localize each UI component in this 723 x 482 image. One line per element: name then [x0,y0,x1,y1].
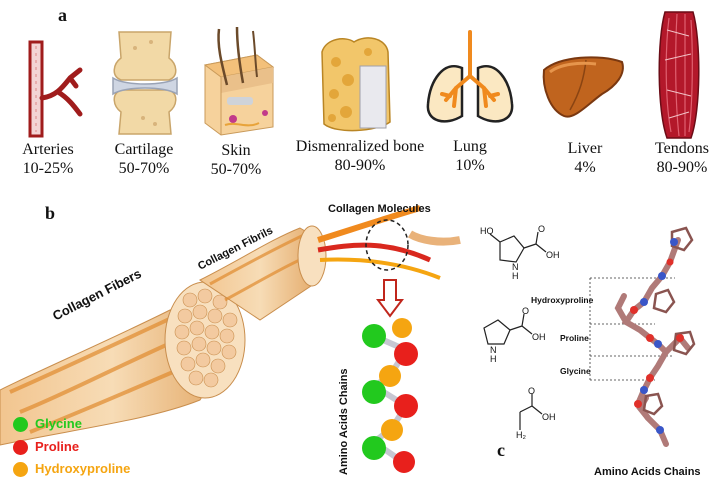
tissue-name-arteries: Arteries [22,141,74,158]
chem-o-label-3: O [528,386,536,396]
tissue-name-lung: Lung [453,138,487,155]
legend-label-hydroxyproline: Hydroxyproline [35,461,131,476]
tissue-name-tendons: Tendons [655,140,709,157]
chem-h-label-1: H [512,271,519,281]
lungs-icon [426,30,514,123]
chem-oh-label-1: OH [546,250,560,260]
chem-ho-label: HO [480,226,494,236]
label-amino-acids-chains-structure: Amino Acids Chains [594,466,701,478]
artery-icon [28,40,83,138]
tissue-name-bone: Dismenralized bone [295,138,425,155]
cartilage-joint-icon [112,31,178,135]
tissue-percent-liver: 4% [574,159,596,176]
label-amino-acids-chains-vertical: Amino Acids Chains [338,368,350,475]
chem-o-label-2: O [522,306,530,316]
tissue-percent-cartilage: 50-70% [118,160,170,177]
tissue-percent-arteries: 10-25% [22,160,74,177]
tissue-name-liver: Liver [567,140,603,157]
tissue-percent-tendons: 80-90% [656,159,708,176]
amino-acid-bead-chain [362,318,418,473]
collagen-fiber-illustration [0,205,461,446]
label-collagen-molecules: Collagen Molecules [328,203,431,215]
residue-label-proline: Proline [560,333,589,343]
panel-c-letter: c [497,440,505,460]
residue-label-hydroxyproline: Hydroxyproline [531,295,594,305]
skin-section-icon [203,26,275,136]
chem-h2-label: H₂ [516,430,526,440]
tissue-percent-bone: 80-90% [334,157,386,174]
legend-dot-hydroxyproline [13,462,28,477]
tissue-percent-skin: 50-70% [210,161,262,178]
chem-oh-label-3: OH [542,412,556,422]
chem-o-label-1: O [538,224,546,234]
guide-lines [589,277,675,381]
legend-dot-proline [13,440,28,455]
tissue-percent-lung: 10% [455,157,485,174]
bone-icon [321,37,391,132]
residue-label-glycine: Glycine [560,366,591,376]
chemical-structures [483,231,547,430]
panel-b-letter: b [45,203,56,223]
chem-oh-label-2: OH [532,332,546,342]
chem-n-label-1: N [512,262,519,272]
panel-a-letter: a [58,5,67,25]
ball-and-stick-helix [614,226,696,447]
liver-icon [542,56,624,118]
legend-label-proline: Proline [35,439,80,454]
tissue-name-cartilage: Cartilage [114,141,174,158]
chem-n-label-2: N [490,345,497,355]
chem-h-label-2: H [490,354,497,364]
tendon-icon [658,11,700,139]
legend-dot-glycine [13,417,28,432]
tissue-name-skin: Skin [221,142,251,159]
legend-label-glycine: Glycine [35,416,82,431]
